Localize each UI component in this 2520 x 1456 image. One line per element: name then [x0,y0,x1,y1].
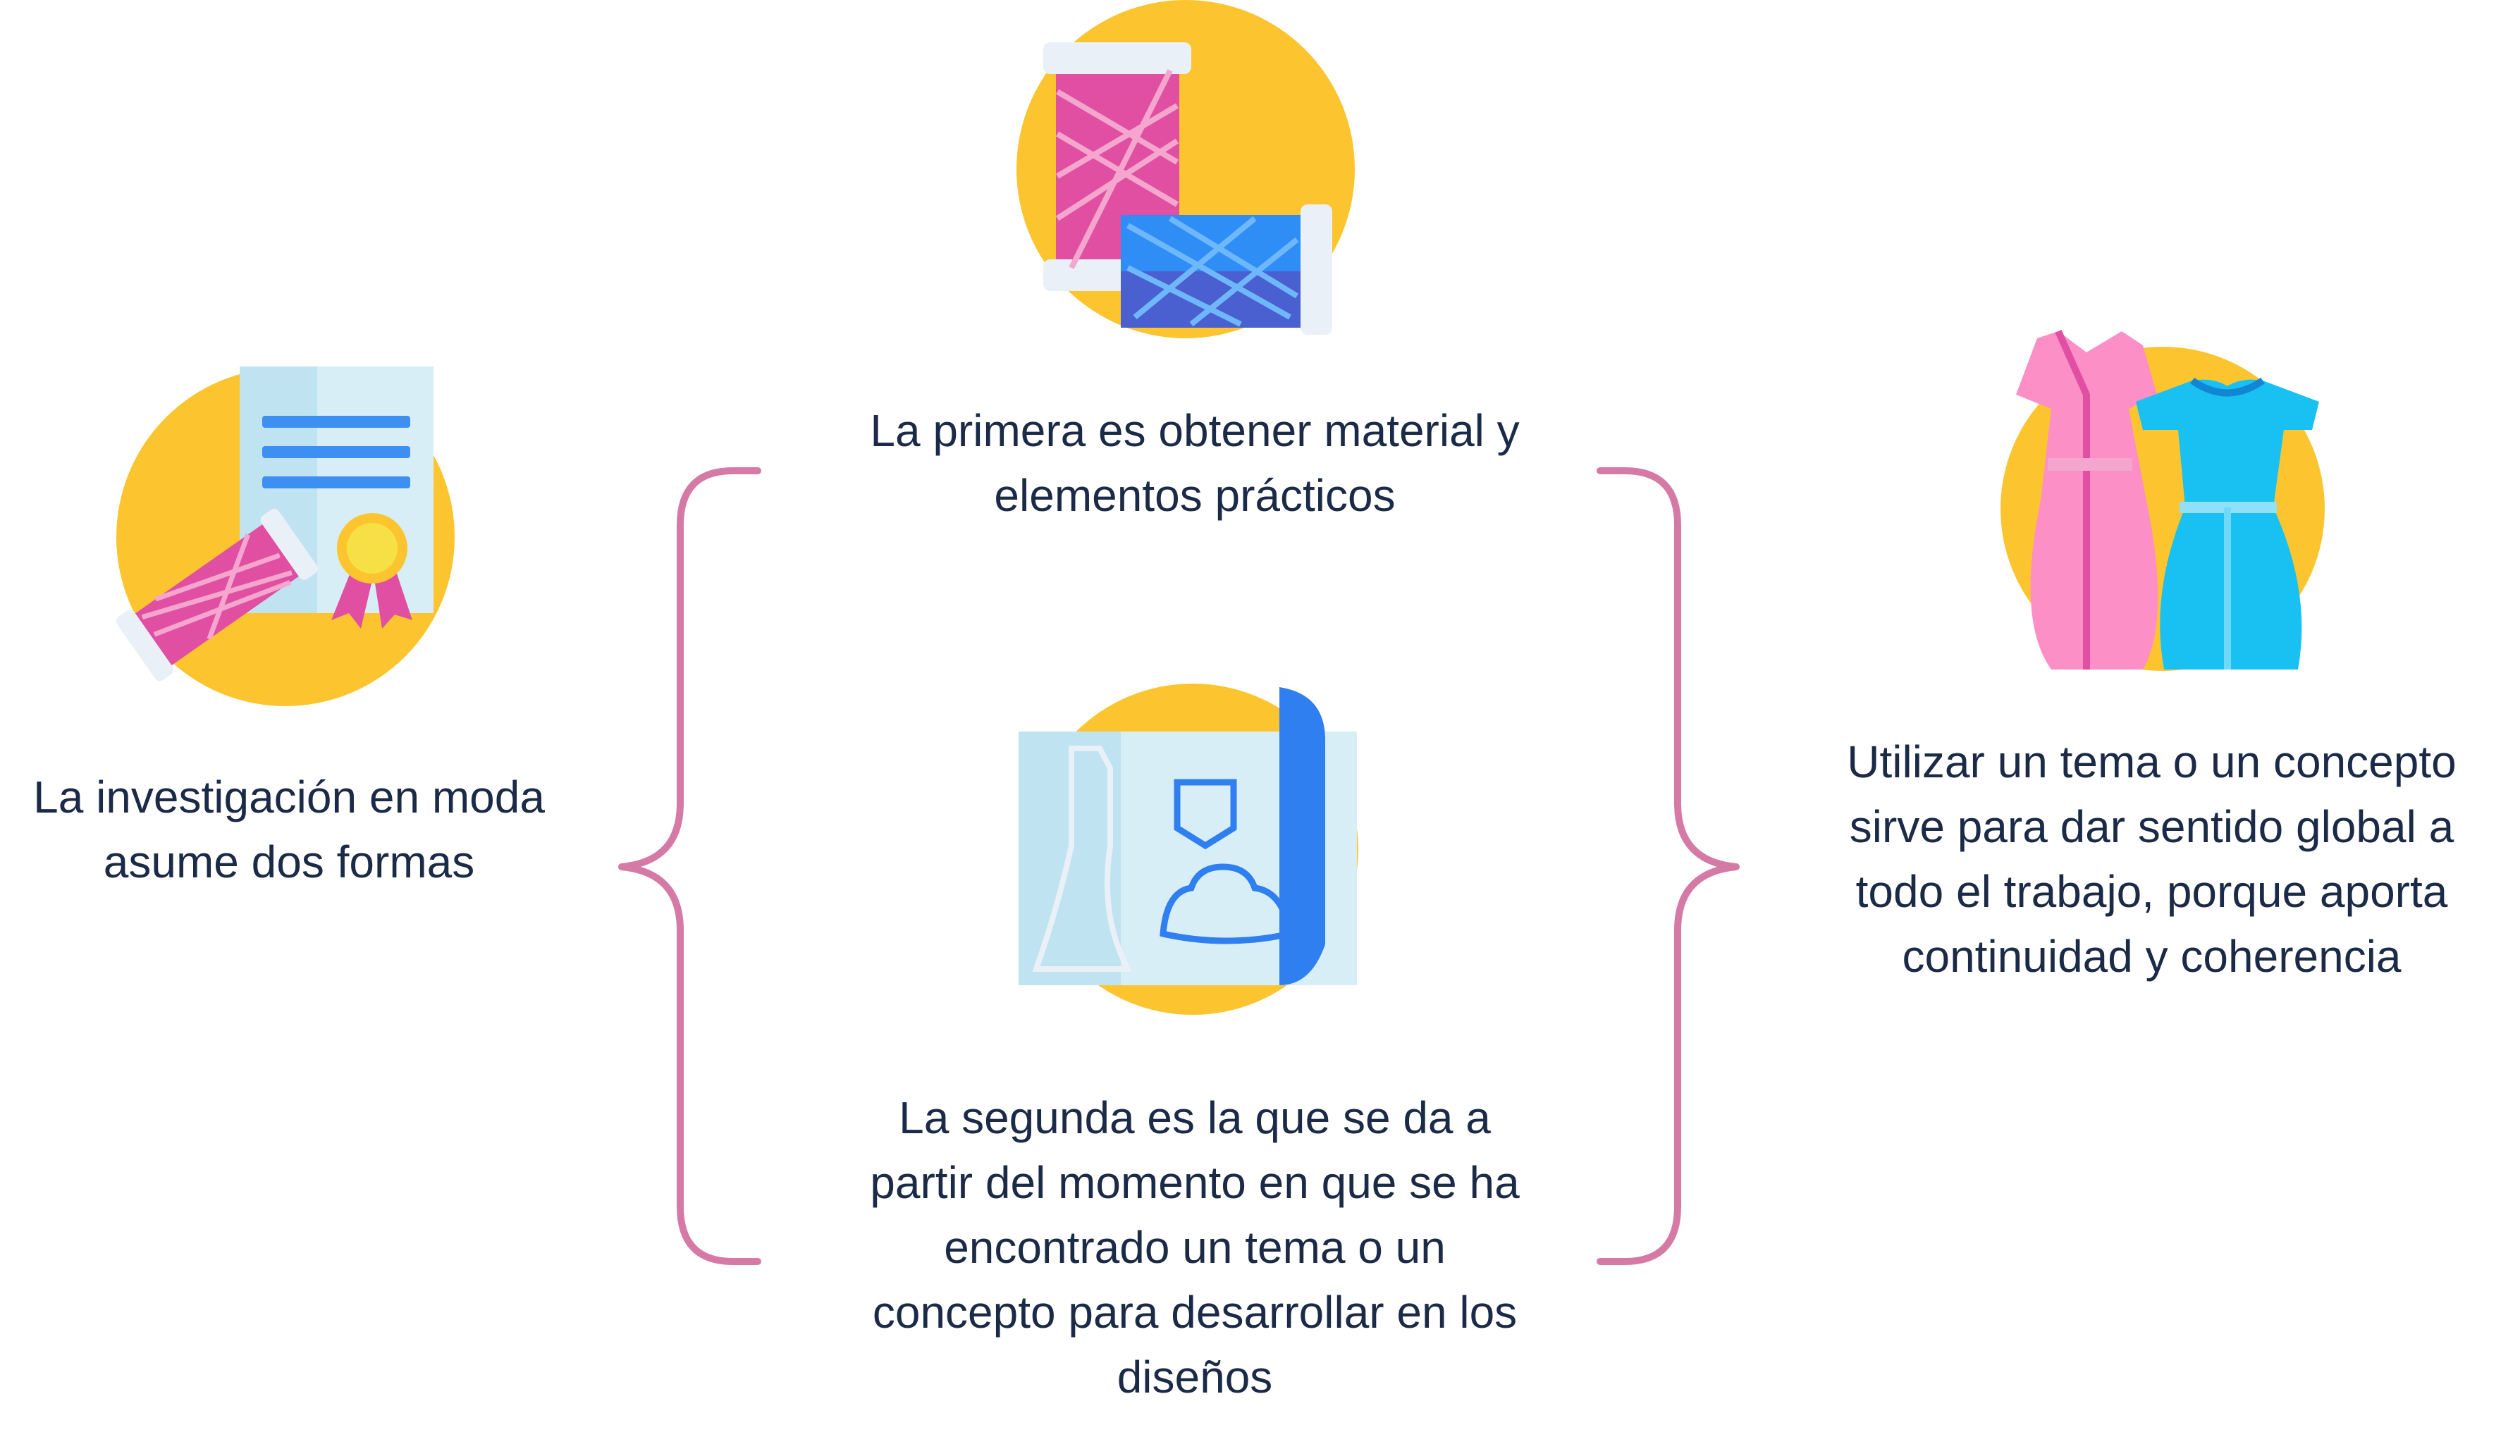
node-text-right: Utilizar un tema o un concepto sirve par… [1847,736,2457,982]
right-curly-brace [1597,467,1740,1265]
left-curly-brace [618,467,761,1265]
thread-spools-icon [1016,0,1355,338]
dresses-icon [2000,329,2325,671]
node-text-top: La primera es obtener material y element… [870,405,1520,521]
sewing-pattern-icon [1019,684,1358,1015]
node-text-left: La investigación en moda asume dos forma… [33,772,545,887]
certificate-spool-icon [116,366,455,706]
node-text-bottom: La segunda es la que se da a partir del … [870,1092,1520,1402]
